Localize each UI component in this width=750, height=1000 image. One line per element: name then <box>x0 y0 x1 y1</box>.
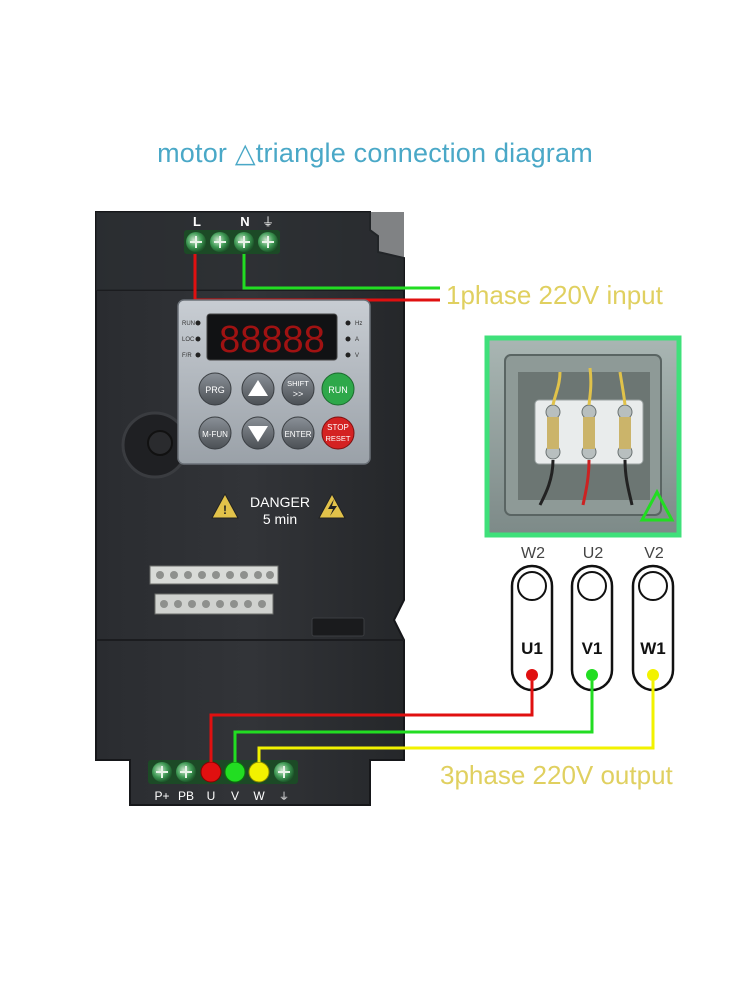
output-wire-u <box>209 681 534 762</box>
svg-text:PRG: PRG <box>205 385 225 395</box>
down-button[interactable] <box>241 416 275 450</box>
terminal-pplus-label: P+ <box>154 789 169 803</box>
screw-icon <box>210 232 230 252</box>
delta-triangle-icon <box>639 488 675 522</box>
top-terminal-block <box>184 230 280 254</box>
warning-triangle-icon <box>211 492 239 519</box>
terminal-n-label: N <box>240 214 249 229</box>
terminal-pb-label: PB <box>178 789 194 803</box>
bottom-terminal-block <box>148 760 298 784</box>
input-wire-n <box>242 254 440 290</box>
status-run-label: RUN <box>182 321 195 327</box>
winding-w2-label: W2 <box>521 545 545 562</box>
run-button[interactable]: RUN <box>321 372 355 406</box>
status-fr-label: F/R <box>182 353 192 359</box>
mfun-button[interactable]: M-FUN <box>198 416 232 450</box>
screw-icon <box>274 762 294 782</box>
danger-title: DANGER <box>250 494 310 510</box>
svg-text:M-FUN: M-FUN <box>202 430 228 439</box>
control-terminal-block <box>149 565 279 615</box>
svg-text:STOP: STOP <box>327 423 349 432</box>
led-display: 88888 <box>219 319 325 361</box>
motor-windings <box>510 564 675 692</box>
output-wire-w <box>257 681 655 762</box>
status-v-label: V <box>355 353 359 359</box>
screw-icon <box>186 232 206 252</box>
svg-text:SHIFT: SHIFT <box>287 379 309 388</box>
svg-text:ENTER: ENTER <box>284 430 311 439</box>
terminal-v-dot <box>224 761 246 783</box>
motor-junction-box <box>484 335 682 538</box>
winding-u1-label: U1 <box>521 639 543 658</box>
screw-icon <box>258 232 278 252</box>
status-loc-label: LOC <box>182 337 195 343</box>
status-a-label: A <box>355 337 359 343</box>
input-label: 1phase 220V input <box>446 280 663 310</box>
winding-w1-label: W1 <box>640 639 666 658</box>
winding-v2-label: V2 <box>644 545 664 562</box>
terminal-v-label: V <box>231 789 239 803</box>
winding-u2-label: U2 <box>583 545 604 562</box>
screw-icon <box>234 232 254 252</box>
status-hz-label: Hz <box>355 321 362 327</box>
output-label: 3phase 220V output <box>440 760 673 790</box>
winding-v1-label: V1 <box>582 639 603 658</box>
terminal-u-dot <box>200 761 222 783</box>
screw-icon <box>152 762 172 782</box>
terminal-w-label: W <box>253 789 265 803</box>
danger-warning: ! DANGER 5 min <box>211 492 346 527</box>
svg-text:!: ! <box>223 503 227 517</box>
svg-text:>>: >> <box>293 389 304 399</box>
terminal-ground-label: ⏚ <box>262 215 274 229</box>
danger-time: 5 min <box>263 511 297 527</box>
arrow-up-icon <box>248 380 268 396</box>
shift-button[interactable]: SHIFT >> <box>281 372 315 406</box>
diagram-title: motor △triangle connection diagram <box>157 138 593 168</box>
prg-button[interactable]: PRG <box>198 372 232 406</box>
up-button[interactable] <box>241 372 275 406</box>
stop-reset-button[interactable]: STOP RESET <box>321 416 355 450</box>
terminal-ground-bottom-label: ⏚ <box>279 791 289 803</box>
screw-icon <box>176 762 196 782</box>
terminal-u-label: U <box>207 789 216 803</box>
terminal-w-dot <box>248 761 270 783</box>
output-wire-v <box>233 681 594 762</box>
terminal-l-label: L <box>193 214 201 229</box>
svg-text:RUN: RUN <box>328 385 348 395</box>
svg-text:RESET: RESET <box>325 434 350 443</box>
enter-button[interactable]: ENTER <box>281 416 315 450</box>
arrow-down-icon <box>248 426 268 442</box>
